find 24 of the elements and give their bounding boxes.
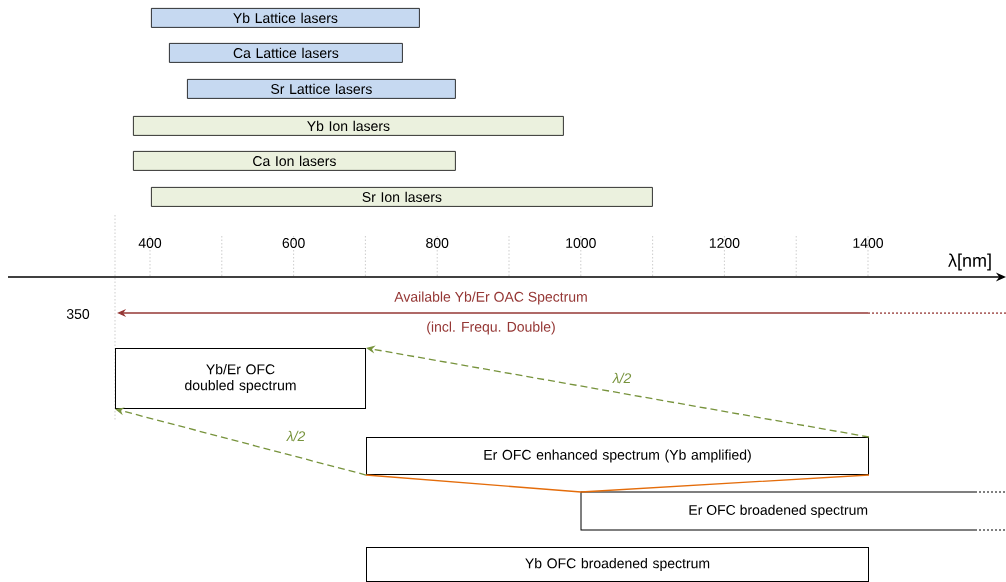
laser-bar: Sr Lattice lasers	[187, 79, 456, 99]
tick-label: 800	[426, 238, 449, 248]
tick-label: 400	[138, 238, 162, 248]
laser-bar: Ca Lattice lasers	[169, 43, 403, 63]
edge-label: λ/2	[611, 371, 633, 385]
edge-label: λ/2	[285, 429, 307, 443]
tick-label: 1400	[853, 238, 884, 248]
axis-label: λ[nm]	[948, 253, 991, 271]
laser-bar: Ca Ion lasers	[133, 151, 456, 171]
range-label: (incl. Frequ. Double)	[427, 321, 555, 335]
spectrum-box: Yb/Er OFC doubled spectrum	[115, 348, 366, 409]
laser-bar: Yb Ion lasers	[133, 116, 564, 136]
spectrum-box: Er OFC broadened spectrum	[580, 491, 1006, 531]
dashed-arrow	[115, 407, 367, 476]
tick-label: 1000	[566, 238, 596, 248]
tick-label: 350	[66, 309, 90, 319]
connector-line	[365, 474, 870, 493]
laser-bar: Sr Ion lasers	[151, 187, 653, 207]
tick-label: 600	[282, 238, 305, 248]
range-label: Available Yb/Er OAC Spectrum	[394, 291, 587, 305]
spectrum-box: Er OFC enhanced spectrum (Yb amplified)	[366, 437, 869, 475]
spectrum-box: Yb OFC broadened spectrum	[366, 547, 869, 582]
laser-bar: Yb Lattice lasers	[151, 8, 420, 28]
tick-label: 1200	[709, 238, 740, 248]
